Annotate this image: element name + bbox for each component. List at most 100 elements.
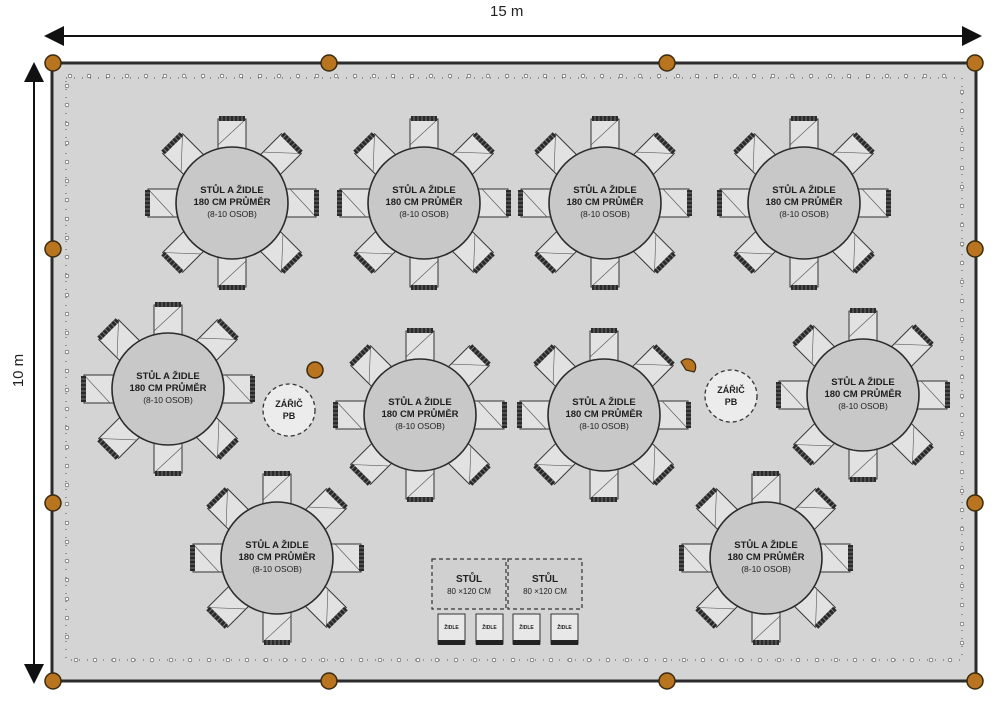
chair bbox=[337, 188, 371, 218]
chair bbox=[658, 188, 692, 218]
table-capacity: (8-10 OSOB) bbox=[579, 421, 629, 431]
light-bulb bbox=[959, 393, 965, 399]
table-title: STŮL A ŽIDLE bbox=[734, 539, 798, 551]
light-bulb bbox=[959, 279, 965, 285]
light-bulb bbox=[64, 178, 70, 184]
chair bbox=[590, 116, 620, 150]
light-bulb bbox=[959, 602, 965, 608]
chair bbox=[217, 256, 247, 290]
light-bulb bbox=[64, 634, 70, 640]
light-bulb bbox=[453, 657, 459, 663]
chair bbox=[153, 302, 183, 336]
light-bulb bbox=[922, 73, 928, 79]
light-bulb bbox=[928, 657, 934, 663]
chair bbox=[857, 188, 891, 218]
chair bbox=[751, 611, 781, 645]
table-diameter: 180 CM PRŮMĚR bbox=[824, 388, 901, 400]
light-bulb bbox=[852, 657, 858, 663]
light-bulb bbox=[959, 222, 965, 228]
light-bulb bbox=[415, 657, 421, 663]
chair bbox=[679, 543, 713, 573]
light-bulb bbox=[959, 507, 965, 513]
light-bulb bbox=[681, 657, 687, 663]
light-bulb bbox=[263, 657, 269, 663]
light-bulb bbox=[396, 657, 402, 663]
light-bulb bbox=[959, 545, 965, 551]
light-bulb bbox=[959, 108, 965, 114]
light-bulb bbox=[959, 488, 965, 494]
light-bulb bbox=[903, 73, 909, 79]
light-bulb bbox=[339, 657, 345, 663]
light-bulb bbox=[111, 657, 117, 663]
light-bulb bbox=[428, 73, 434, 79]
table-title: STŮL A ŽIDLE bbox=[245, 539, 309, 551]
light-bulb bbox=[776, 657, 782, 663]
light-bulb bbox=[548, 657, 554, 663]
light-bulb bbox=[206, 657, 212, 663]
chair: ŽIDLE bbox=[475, 613, 504, 645]
light-bulb bbox=[64, 444, 70, 450]
rect-table: STŮL 80 ×120 CM bbox=[507, 558, 583, 610]
chair bbox=[789, 256, 819, 290]
light-bulb bbox=[959, 241, 965, 247]
chair bbox=[657, 400, 691, 430]
chair bbox=[405, 468, 435, 502]
chair bbox=[589, 468, 619, 502]
tent-post bbox=[680, 358, 697, 373]
table-title: STŮL A ŽIDLE bbox=[136, 370, 200, 382]
chair bbox=[262, 611, 292, 645]
light-bulb bbox=[795, 657, 801, 663]
table-capacity: (8-10 OSOB) bbox=[207, 209, 257, 219]
round-table bbox=[220, 501, 334, 615]
light-bulb bbox=[959, 355, 965, 361]
light-bulb bbox=[599, 73, 605, 79]
table-capacity: (8-10 OSOB) bbox=[741, 564, 791, 574]
light-bulb bbox=[643, 657, 649, 663]
light-bulb bbox=[694, 73, 700, 79]
light-bulb bbox=[64, 577, 70, 583]
chair bbox=[473, 400, 507, 430]
light-bulb bbox=[959, 526, 965, 532]
tent-post bbox=[658, 672, 676, 690]
light-bulb bbox=[130, 657, 136, 663]
chair bbox=[751, 471, 781, 505]
chair bbox=[153, 442, 183, 476]
chair bbox=[518, 188, 552, 218]
light-bulb bbox=[472, 657, 478, 663]
light-bulb bbox=[333, 73, 339, 79]
light-bulb bbox=[64, 558, 70, 564]
light-bulb bbox=[64, 368, 70, 374]
light-bulb bbox=[770, 73, 776, 79]
table-diameter: 180 CM PRŮMĚR bbox=[385, 196, 462, 208]
light-bulb bbox=[67, 73, 73, 79]
tent-post bbox=[966, 240, 984, 258]
tent-post bbox=[44, 54, 62, 72]
round-table bbox=[363, 358, 477, 472]
chair bbox=[848, 308, 878, 342]
chair bbox=[477, 188, 511, 218]
chair bbox=[848, 448, 878, 482]
light-bulb bbox=[751, 73, 757, 79]
chair-label: ŽIDLE bbox=[519, 623, 534, 631]
light-bulb bbox=[225, 657, 231, 663]
chair bbox=[330, 543, 364, 573]
light-bulb bbox=[713, 73, 719, 79]
chair-label: ŽIDLE bbox=[482, 623, 497, 631]
light-bulb bbox=[959, 621, 965, 627]
tent-post bbox=[44, 672, 62, 690]
table-title: STŮL A ŽIDLE bbox=[831, 376, 895, 388]
light-bulb bbox=[64, 425, 70, 431]
tent-post bbox=[966, 54, 984, 72]
light-bulb bbox=[64, 159, 70, 165]
light-bulb bbox=[732, 73, 738, 79]
light-bulb bbox=[64, 520, 70, 526]
round-table bbox=[111, 332, 225, 446]
light-bulb bbox=[238, 73, 244, 79]
table-diameter: 180 CM PRŮMĚR bbox=[193, 196, 270, 208]
light-bulb bbox=[257, 73, 263, 79]
